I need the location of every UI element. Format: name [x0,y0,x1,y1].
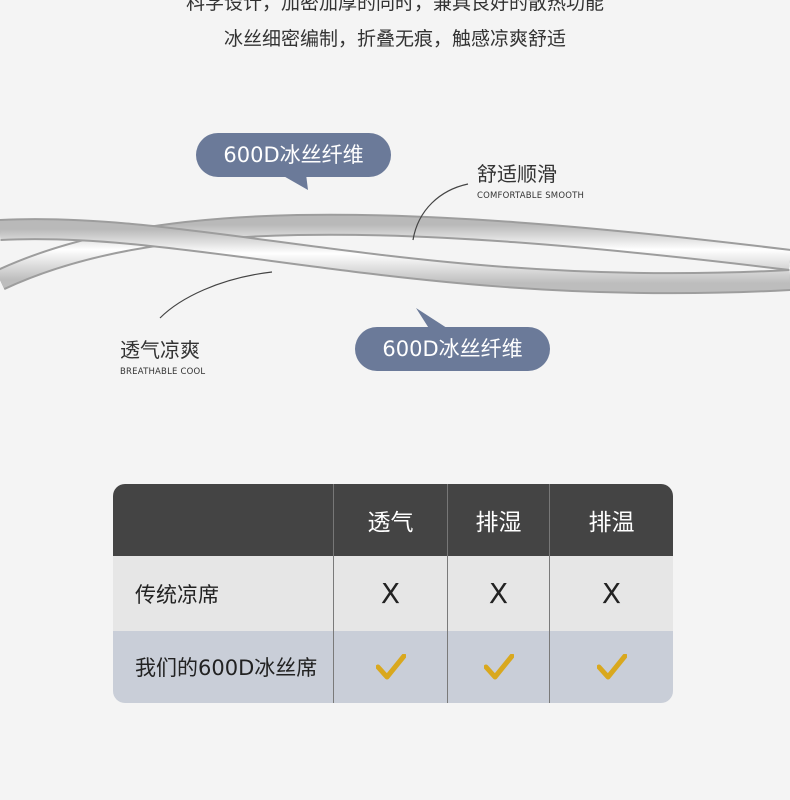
callout-left-subtitle: BREATHABLE COOL [120,367,206,377]
cross-mark: X [447,556,549,631]
intro-line-1: 科学设计，加密加厚的同时，兼具良好的散热功能 [185,0,604,14]
intro-line-2: 冰丝细密编制，折叠无痕，触感凉爽舒适 [223,28,566,50]
comparison-table: 透气 排湿 排温 传统凉席 X X X 我们的600D冰丝席 [113,484,673,703]
table-header-heat: 排温 [549,484,673,556]
check-icon [447,631,549,703]
table-header-breathable: 透气 [333,484,447,556]
row-label-traditional: 传统凉席 [113,556,333,631]
callout-right-title: 舒适顺滑 [477,162,557,186]
table-header-moisture: 排湿 [447,484,549,556]
fiber-label-bubble-top: 600D冰丝纤维 [196,133,391,177]
callout-comfortable-smooth: 舒适顺滑 COMFORTABLE SMOOTH [477,158,584,201]
row-label-ours: 我们的600D冰丝席 [113,631,333,703]
check-icon [333,631,447,703]
bubble-tail-bottom [416,308,450,330]
fiber-label-bubble-bottom: 600D冰丝纤维 [355,327,550,371]
bubble-tail-top [280,174,308,190]
table-header-corner [113,484,333,556]
cross-mark: X [333,556,447,631]
check-icon [549,631,673,703]
cross-mark: X [549,556,673,631]
callout-left-title: 透气凉爽 [120,338,200,362]
callout-right-subtitle: COMFORTABLE SMOOTH [477,191,585,201]
fiber-strands-illustration [0,213,790,295]
callout-breathable-cool: 透气凉爽 BREATHABLE COOL [120,334,205,377]
